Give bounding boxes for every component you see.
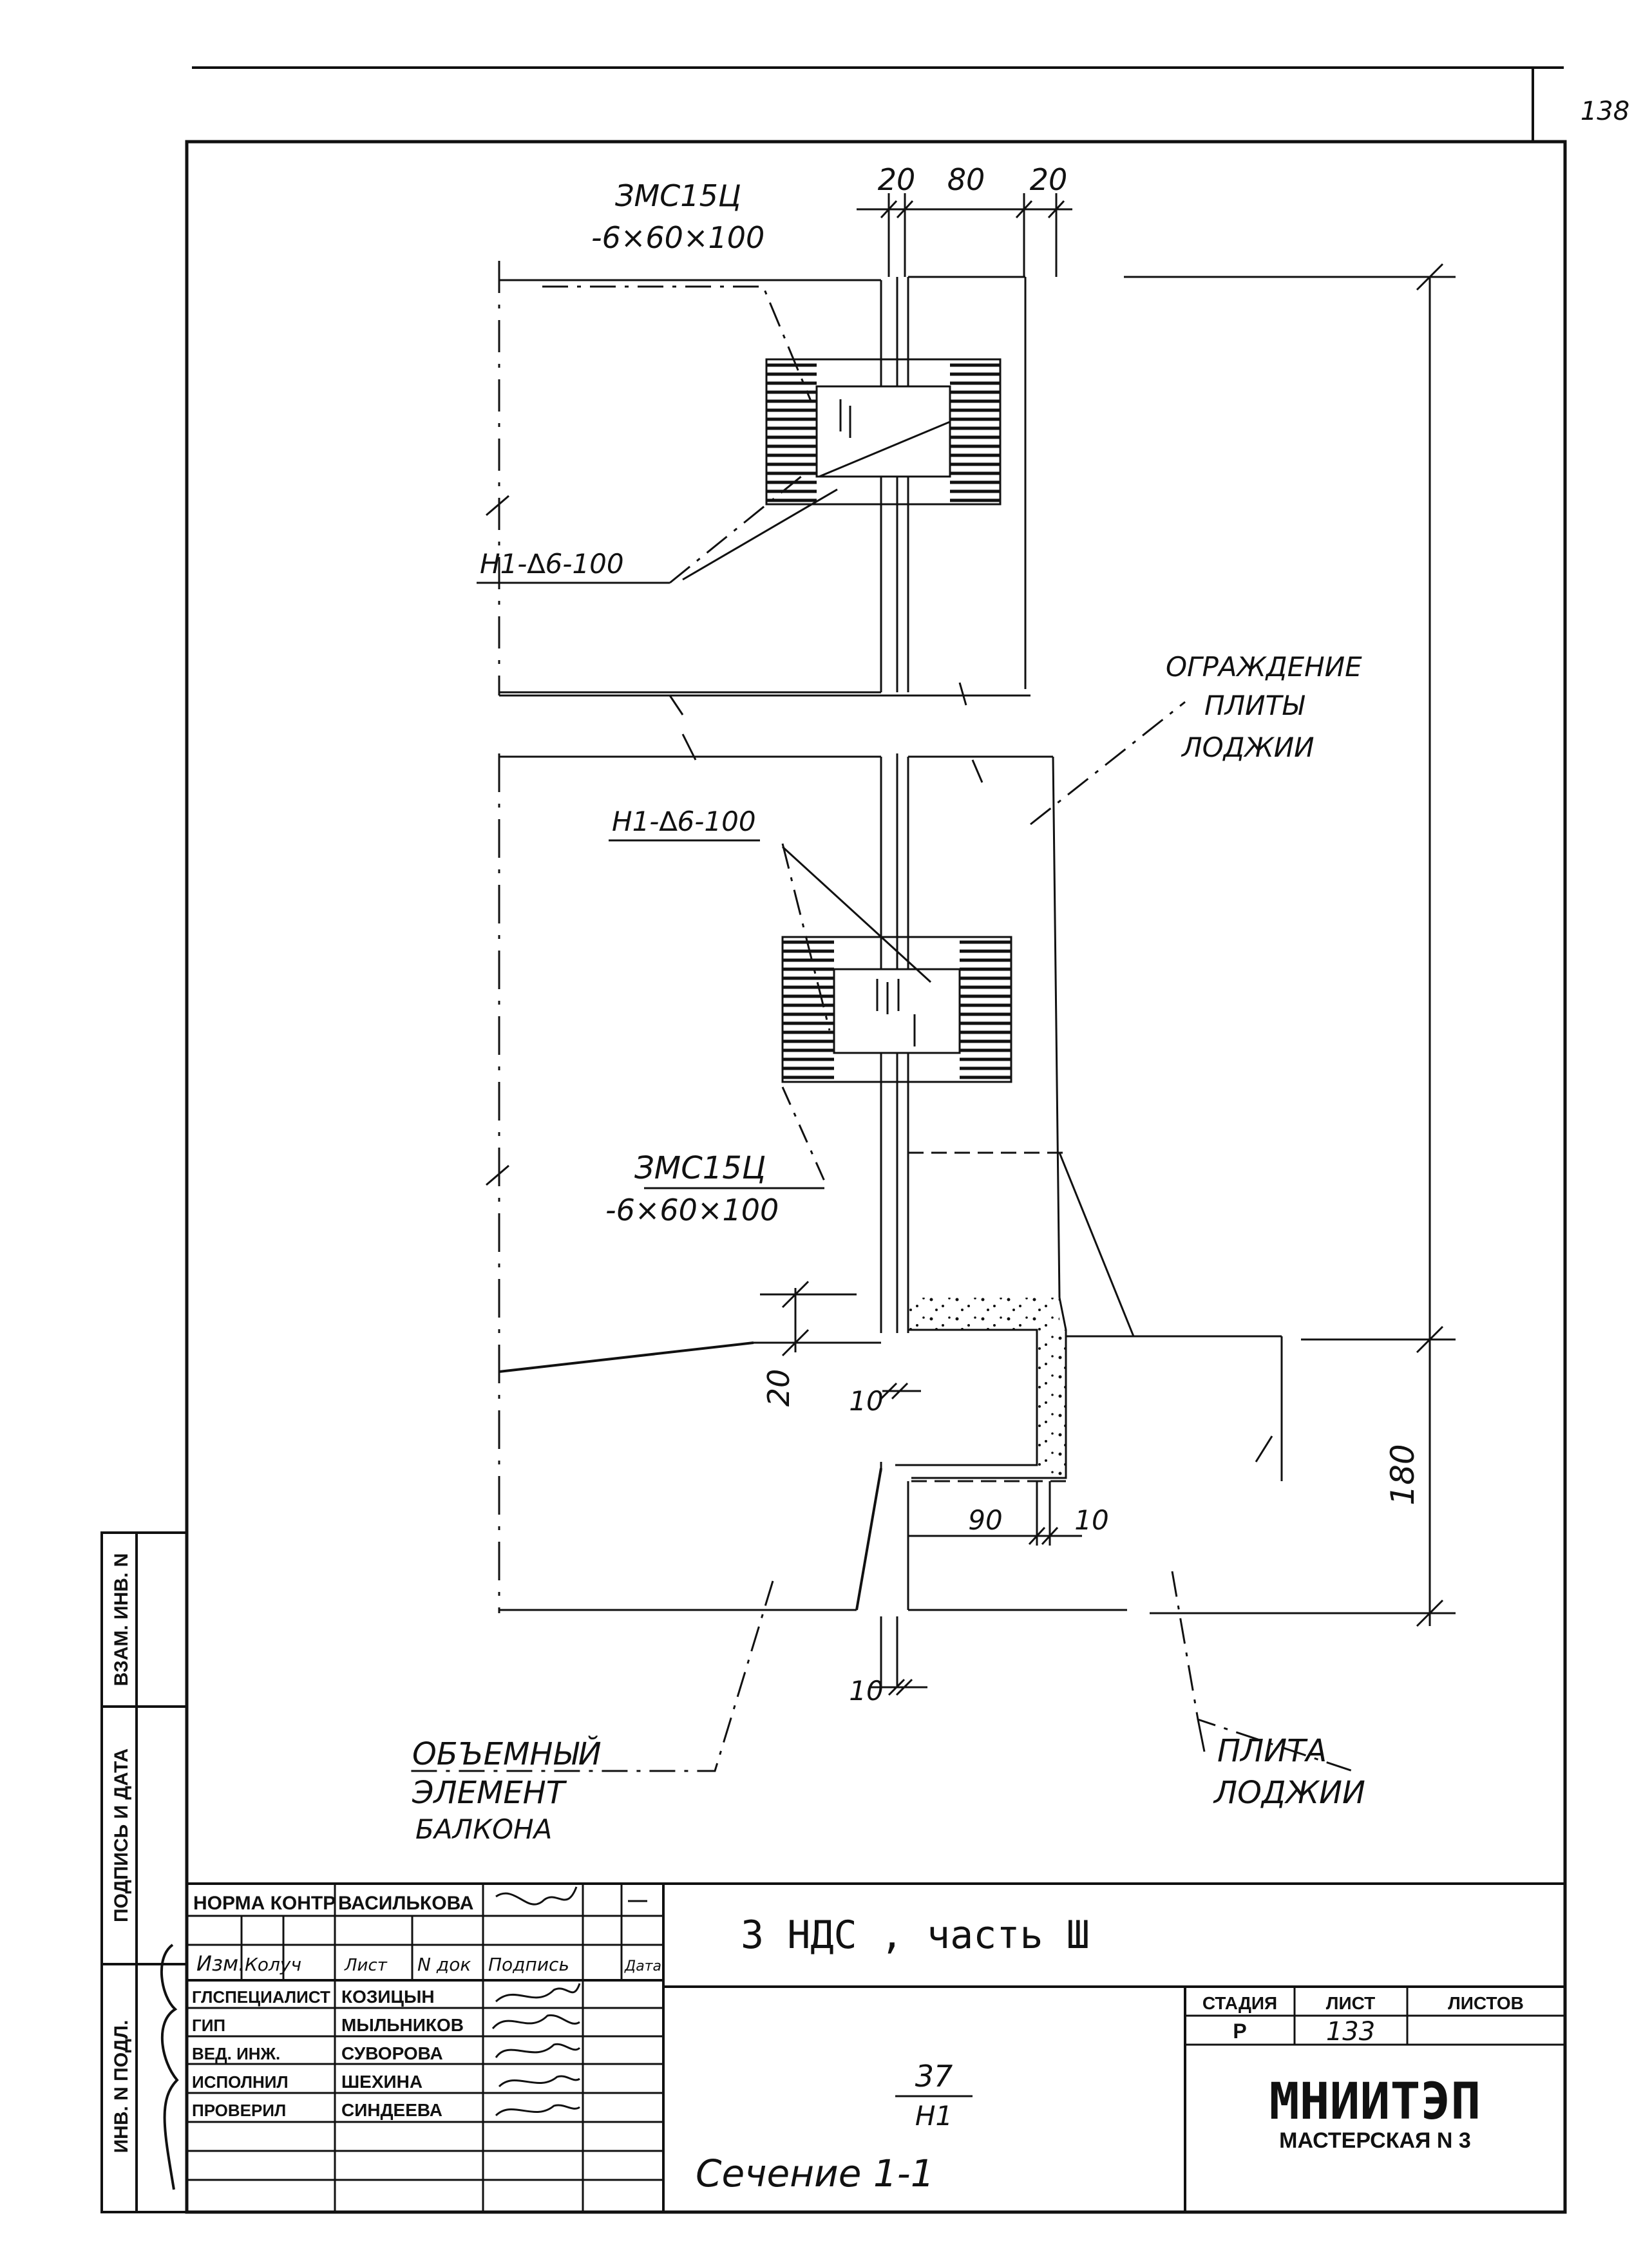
label-volume-1: ОБЪЕМНЫЙ bbox=[412, 1736, 602, 1772]
tb-org: МНИИТЭП bbox=[1269, 2073, 1481, 2131]
dim-180: 180 bbox=[1384, 1444, 1421, 1505]
tb-lists-hdr: ЛИСТОВ bbox=[1448, 1993, 1524, 2013]
label-volume-2: ЭЛЕМЕНТ bbox=[412, 1775, 567, 1811]
tb-signature-rows: ГЛСПЕЦИАЛИСТ КОЗИЦЫН ГИП МЫЛЬНИКОВ ВЕД. … bbox=[192, 1987, 464, 2120]
label-volume-3: БАЛКОНА bbox=[415, 1813, 552, 1845]
tb-hdr-ndok: N док bbox=[417, 1954, 471, 1975]
side-stamp-vzam: ВЗАМ. ИНВ. N bbox=[111, 1553, 132, 1687]
label-plate-bottom: -6×60×100 bbox=[605, 1193, 779, 1227]
side-stamp-signature bbox=[160, 1944, 179, 2190]
label-slab-2: ЛОДЖИИ bbox=[1213, 1775, 1365, 1811]
plate-hatch-mid-left bbox=[783, 937, 834, 1082]
tb-name: МЫЛЬНИКОВ bbox=[341, 2015, 464, 2035]
tb-norm-role: НОРМА КОНТР bbox=[193, 1893, 336, 1914]
label-plate-top: -6×60×100 bbox=[591, 220, 764, 255]
label-h1-mid: Н1-∆6-100 bbox=[612, 806, 756, 837]
side-stamp-inv: ИНВ. N ПОДЛ. bbox=[111, 2020, 132, 2153]
tb-signatures bbox=[491, 1983, 581, 2117]
label-slab-1: ПЛИТА bbox=[1217, 1733, 1327, 1769]
tb-stage-hdr: СТАДИЯ bbox=[1202, 1993, 1277, 2013]
sheet-frame bbox=[185, 66, 1567, 2214]
tb-role: ВЕД. ИНЖ. bbox=[192, 2044, 280, 2063]
tb-project: 3 НДС , часть Ш bbox=[741, 1913, 1090, 1958]
tb-name: ШЕХИНА bbox=[341, 2072, 422, 2092]
tb-role: ПРОВЕРИЛ bbox=[192, 2101, 286, 2120]
concrete-joint bbox=[908, 1298, 1059, 1330]
tb-hdr-izm: Изм. bbox=[196, 1951, 245, 1976]
tb-workshop: МАСТЕРСКАЯ N 3 bbox=[1279, 2128, 1471, 2153]
plate-hatch-top-right bbox=[950, 359, 1000, 504]
dim-10-slab: 10 bbox=[1074, 1504, 1108, 1536]
tb-name: КОЗИЦЫН bbox=[341, 1987, 435, 2007]
label-fence-2: ПЛИТЫ bbox=[1204, 690, 1305, 721]
tb-hdr-koluch: Колуч bbox=[245, 1954, 301, 1975]
dim-20-right: 20 bbox=[1030, 162, 1068, 197]
tb-section: Сечение 1-1 bbox=[696, 2152, 935, 2195]
dim-10-gap: 10 bbox=[849, 1675, 883, 1707]
section-drawing bbox=[403, 193, 1456, 1772]
plate-hatch-mid-right bbox=[960, 937, 1011, 1082]
tb-role: ГЛСПЕЦИАЛИСТ bbox=[192, 1987, 330, 2007]
label-h1-top: Н1-∆6-100 bbox=[480, 548, 624, 580]
plate-hatch-top-left bbox=[766, 359, 817, 504]
tb-norm-dash: — bbox=[628, 1889, 647, 1911]
tb-code-top: 37 bbox=[915, 2059, 953, 2094]
side-stamp bbox=[100, 1531, 188, 2213]
dim-80: 80 bbox=[947, 162, 985, 197]
tb-norm-name: ВАСИЛЬКОВА bbox=[338, 1893, 473, 1914]
tb-role: ИСПОЛНИЛ bbox=[192, 2072, 289, 2092]
dim-90: 90 bbox=[968, 1504, 1002, 1536]
tb-hdr-list: Лист bbox=[344, 1956, 388, 1975]
label-3mc-top: ЗМС15Ц bbox=[615, 178, 741, 213]
tb-name: СИНДЕЕВА bbox=[341, 2100, 442, 2120]
label-fence-1: ОГРАЖДЕНИЕ bbox=[1166, 651, 1362, 683]
tb-hdr-data: Дата bbox=[624, 1958, 661, 1974]
dim-20-joint: 20 bbox=[761, 1369, 796, 1407]
tb-stage: Р bbox=[1233, 2020, 1246, 2043]
side-stamp-podpis: ПОДПИСЬ И ДАТА bbox=[111, 1748, 132, 1922]
tb-role: ГИП bbox=[192, 2016, 225, 2035]
tb-hdr-podpis: Подпись bbox=[488, 1954, 569, 1975]
tb-norm-signature bbox=[495, 1886, 578, 1906]
title-block bbox=[187, 1882, 1565, 2212]
tb-code-bottom: Н1 bbox=[915, 2100, 953, 2132]
label-fence-3: ЛОДЖИИ bbox=[1181, 732, 1315, 763]
dim-10-joint: 10 bbox=[849, 1385, 883, 1417]
tb-list-hdr: ЛИСТ bbox=[1326, 1993, 1375, 2013]
tb-list-no: 133 bbox=[1326, 2017, 1375, 2047]
label-3mc-bottom: ЗМС15Ц bbox=[634, 1150, 766, 1186]
dim-20-left: 20 bbox=[878, 162, 916, 197]
sheet-number: 138 bbox=[1581, 97, 1629, 126]
tb-name: СУВОРОВА bbox=[341, 2043, 443, 2063]
